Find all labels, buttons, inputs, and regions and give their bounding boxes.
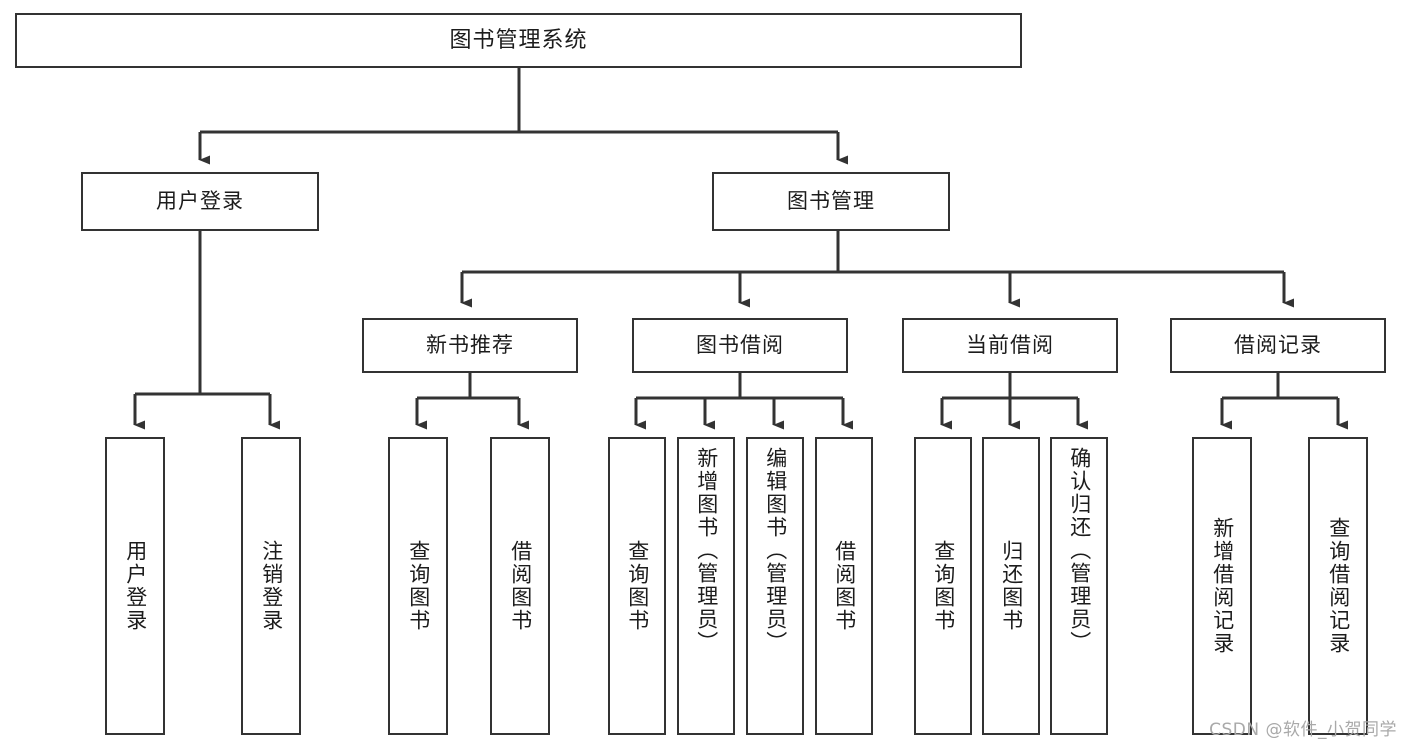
leaf-book-borrow-add[interactable]: 新增图书（管理员）	[677, 437, 735, 735]
leaf-user-login-logout[interactable]: 注销登录	[241, 437, 301, 735]
node-new-book-recommend-label: 新书推荐	[426, 333, 514, 358]
leaf-book-borrow-add-label: 新增图书（管理员）	[694, 447, 719, 654]
node-new-book-recommend[interactable]: 新书推荐	[362, 318, 578, 373]
leaf-borrow-record-query[interactable]: 查询借阅记录	[1308, 437, 1368, 735]
leaf-current-borrow-query[interactable]: 查询图书	[914, 437, 972, 735]
leaf-borrow-record-add-label: 新增借阅记录	[1210, 517, 1235, 655]
leaf-book-borrow-borrow[interactable]: 借阅图书	[815, 437, 873, 735]
node-user-login[interactable]: 用户登录	[81, 172, 319, 231]
leaf-new-book-query-label: 查询图书	[406, 540, 431, 632]
leaf-current-borrow-query-label: 查询图书	[931, 540, 956, 632]
node-borrow-record[interactable]: 借阅记录	[1170, 318, 1386, 373]
node-user-login-label: 用户登录	[156, 189, 244, 214]
node-root-label: 图书管理系统	[449, 27, 588, 53]
node-book-borrow[interactable]: 图书借阅	[632, 318, 848, 373]
leaf-new-book-borrow[interactable]: 借阅图书	[490, 437, 550, 735]
leaf-book-borrow-borrow-label: 借阅图书	[832, 540, 857, 632]
node-current-borrow-label: 当前借阅	[966, 333, 1054, 358]
leaf-book-borrow-query[interactable]: 查询图书	[608, 437, 666, 735]
node-root[interactable]: 图书管理系统	[15, 13, 1022, 68]
node-book-borrow-label: 图书借阅	[696, 333, 784, 358]
leaf-book-borrow-query-label: 查询图书	[625, 540, 650, 632]
leaf-book-borrow-edit-label: 编辑图书（管理员）	[763, 447, 788, 654]
leaf-current-borrow-confirm-label: 确认归还（管理员）	[1067, 447, 1092, 654]
leaf-new-book-query[interactable]: 查询图书	[388, 437, 448, 735]
leaf-user-login-logout-label: 注销登录	[259, 540, 284, 632]
leaf-current-borrow-return[interactable]: 归还图书	[982, 437, 1040, 735]
leaf-book-borrow-edit[interactable]: 编辑图书（管理员）	[746, 437, 804, 735]
leaf-borrow-record-add[interactable]: 新增借阅记录	[1192, 437, 1252, 735]
leaf-user-login-login[interactable]: 用户登录	[105, 437, 165, 735]
node-borrow-record-label: 借阅记录	[1234, 333, 1322, 358]
leaf-current-borrow-confirm[interactable]: 确认归还（管理员）	[1050, 437, 1108, 735]
leaf-new-book-borrow-label: 借阅图书	[508, 540, 533, 632]
node-book-management-label: 图书管理	[787, 189, 875, 214]
leaf-borrow-record-query-label: 查询借阅记录	[1326, 517, 1351, 655]
node-current-borrow[interactable]: 当前借阅	[902, 318, 1118, 373]
leaf-current-borrow-return-label: 归还图书	[999, 540, 1024, 632]
node-book-management[interactable]: 图书管理	[712, 172, 950, 231]
leaf-user-login-login-label: 用户登录	[123, 540, 148, 632]
